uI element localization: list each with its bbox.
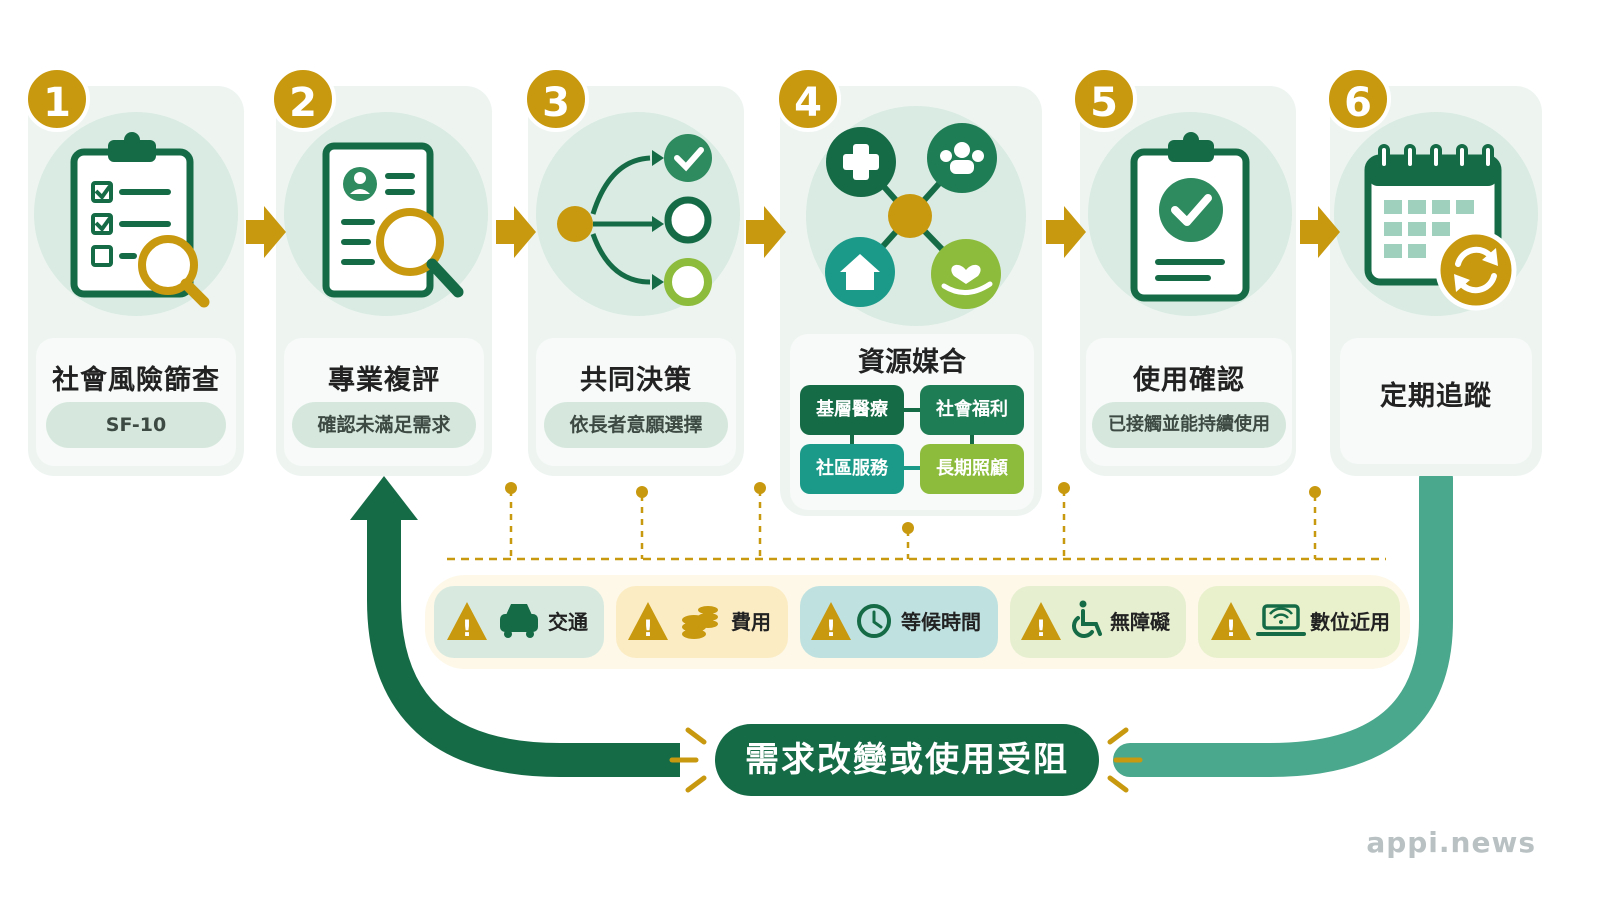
barrier-drops xyxy=(509,490,1317,559)
svg-text:!: ! xyxy=(1036,617,1046,642)
spark-marks-right xyxy=(1107,727,1143,793)
resource-connectors xyxy=(850,408,974,470)
loop-label-pill: 需求改變或使用受阻 xyxy=(715,724,1099,796)
resource-tile-long-term-care: 長期照顧 xyxy=(920,444,1024,494)
barrier-drop-dots xyxy=(505,482,1321,534)
step-label-6: 定期追蹤 xyxy=(1340,338,1532,464)
barrier-label-transport: 交通 xyxy=(548,610,588,634)
coins-icon xyxy=(682,606,718,639)
step-label-3: 共同決策 依長者意願選擇 xyxy=(536,338,736,466)
step-label-1: 社會風險篩查 SF-10 xyxy=(36,338,236,466)
document-magnifier-icon xyxy=(322,142,464,298)
wheelchair-icon xyxy=(1072,600,1102,638)
clipboard-check-icon xyxy=(1130,132,1250,302)
step-subtitle-5: 已接觸並能持續使用 xyxy=(1092,402,1286,448)
step-badge-5: 5 xyxy=(1071,66,1137,132)
warning-icon xyxy=(447,602,1251,640)
flow-arrow-5-6 xyxy=(1300,206,1340,258)
svg-text:!: ! xyxy=(1226,617,1236,642)
step-subtitle-2: 確認未滿足需求 xyxy=(292,402,476,448)
watermark: appi.news xyxy=(1366,826,1536,859)
barrier-label-waiting: 等候時間 xyxy=(901,610,981,634)
calendar-refresh-icon xyxy=(1364,144,1517,311)
step-title-5: 使用確認 xyxy=(1133,365,1245,396)
barrier-label-digital: 數位近用 xyxy=(1310,610,1390,634)
car-icon xyxy=(500,604,538,638)
step-title-6: 定期追蹤 xyxy=(1380,381,1492,412)
clipboard-checklist-magnifier-icon xyxy=(70,132,210,308)
step-badge-2: 2 xyxy=(270,66,336,132)
step-subtitle-3: 依長者意願選擇 xyxy=(544,402,728,448)
loop-arrow-right xyxy=(1113,461,1453,777)
step-subtitle-1: SF-10 xyxy=(46,402,226,448)
laptop-wifi-icon xyxy=(1256,604,1306,636)
clock-icon xyxy=(857,604,891,638)
step-badge-4: 4 xyxy=(775,66,841,132)
svg-text:!: ! xyxy=(643,617,653,642)
step-title-3: 共同決策 xyxy=(580,365,692,396)
step-badge-3: 3 xyxy=(523,66,589,132)
flow-arrow-2-3 xyxy=(496,206,536,258)
svg-text:!: ! xyxy=(462,617,472,642)
svg-text:!: ! xyxy=(826,617,836,642)
resource-tile-primary-care: 基層醫療 xyxy=(800,385,904,435)
branching-choices-icon xyxy=(557,134,712,306)
resource-network-icon xyxy=(825,123,1001,309)
barrier-label-cost: 費用 xyxy=(731,610,771,634)
step-badge-6: 6 xyxy=(1325,66,1391,132)
resource-tile-social-welfare: 社會福利 xyxy=(920,385,1024,435)
barrier-label-accessibility: 無障礙 xyxy=(1110,610,1170,634)
loop-arrowhead-up xyxy=(350,476,418,520)
flow-arrow-1-2 xyxy=(246,206,286,258)
step-label-5: 使用確認 已接觸並能持續使用 xyxy=(1086,338,1292,466)
step-label-2: 專業複評 確認未滿足需求 xyxy=(284,338,484,466)
resource-matching-box: 資源媒合 基層醫療 社會福利 社區服務 長期照顧 xyxy=(790,334,1034,510)
flow-arrow-3-4 xyxy=(746,206,786,258)
step-badge-1: 1 xyxy=(24,66,90,132)
resource-tile-community-service: 社區服務 xyxy=(800,444,904,494)
step-title-2: 專業複評 xyxy=(328,365,440,396)
flow-arrow-4-5 xyxy=(1046,206,1086,258)
spark-marks-left xyxy=(669,727,707,793)
step-title-1: 社會風險篩查 xyxy=(52,365,220,396)
step-title-4: 資源媒合 xyxy=(858,347,966,378)
loop-arrow-left xyxy=(367,520,680,777)
